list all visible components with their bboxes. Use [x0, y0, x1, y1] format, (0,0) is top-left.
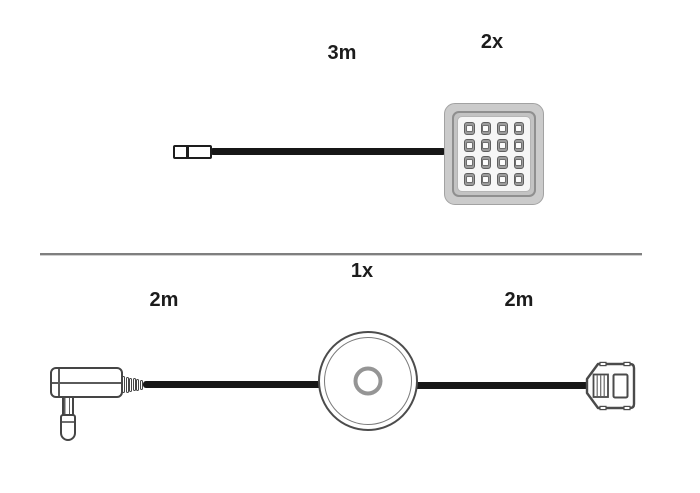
led-panel-bezel	[452, 111, 536, 197]
led-chip	[480, 122, 491, 135]
led-chip	[464, 156, 475, 169]
left-cable-length-label: 2m	[149, 289, 179, 311]
plug-seam-horizontal	[52, 382, 121, 384]
led-spot-cable	[210, 148, 446, 155]
plug-pin-ridges	[62, 396, 74, 416]
led-chip	[464, 139, 475, 152]
strain-relief-ridge	[136, 378, 139, 391]
led-chip	[480, 139, 491, 152]
power-plug-body	[50, 367, 123, 398]
section-divider	[40, 253, 642, 256]
led-chip	[480, 156, 491, 169]
strain-relief-ridge	[129, 377, 132, 392]
plug-pin-collar-line	[62, 421, 74, 423]
led-panel	[444, 103, 544, 205]
mini-plug-divider	[186, 146, 189, 158]
right-cable-length-label: 2m	[504, 289, 534, 311]
top-cable-length-label: 3m	[327, 42, 357, 64]
socket-notch-bottom-right	[623, 405, 631, 411]
plug-pin-barrel	[60, 414, 76, 441]
bottom-quantity-label: 1x	[350, 260, 374, 282]
strain-relief-ridge	[125, 376, 129, 393]
strain-relief	[122, 376, 149, 393]
led-panel-face	[457, 116, 531, 192]
strain-relief-ridge	[132, 378, 136, 391]
led-chip	[464, 173, 475, 186]
socket-notch-top-left	[599, 361, 607, 367]
dimmer-hub	[353, 366, 383, 396]
led-chip	[513, 173, 524, 186]
led-chip	[513, 139, 524, 152]
socket-notch-top-right	[623, 361, 631, 367]
led-chip	[480, 173, 491, 186]
led-chip	[513, 156, 524, 169]
led-chip	[497, 173, 508, 186]
adapter-cable-left	[143, 381, 323, 388]
dimmer-inner-ring	[324, 337, 412, 425]
socket-connector	[585, 361, 636, 411]
strain-relief-ridge	[139, 379, 143, 390]
led-chip	[464, 122, 475, 135]
dimmer-body	[318, 331, 418, 431]
led-chip	[497, 122, 508, 135]
socket-plain-port	[612, 373, 629, 399]
led-chip	[497, 139, 508, 152]
top-quantity-label: 2x	[480, 31, 504, 53]
socket-notch-bottom-left	[599, 405, 607, 411]
adapter-cable-right	[411, 382, 590, 389]
led-chip	[497, 156, 508, 169]
mini-plug-connector	[173, 145, 212, 159]
led-chip	[513, 122, 524, 135]
